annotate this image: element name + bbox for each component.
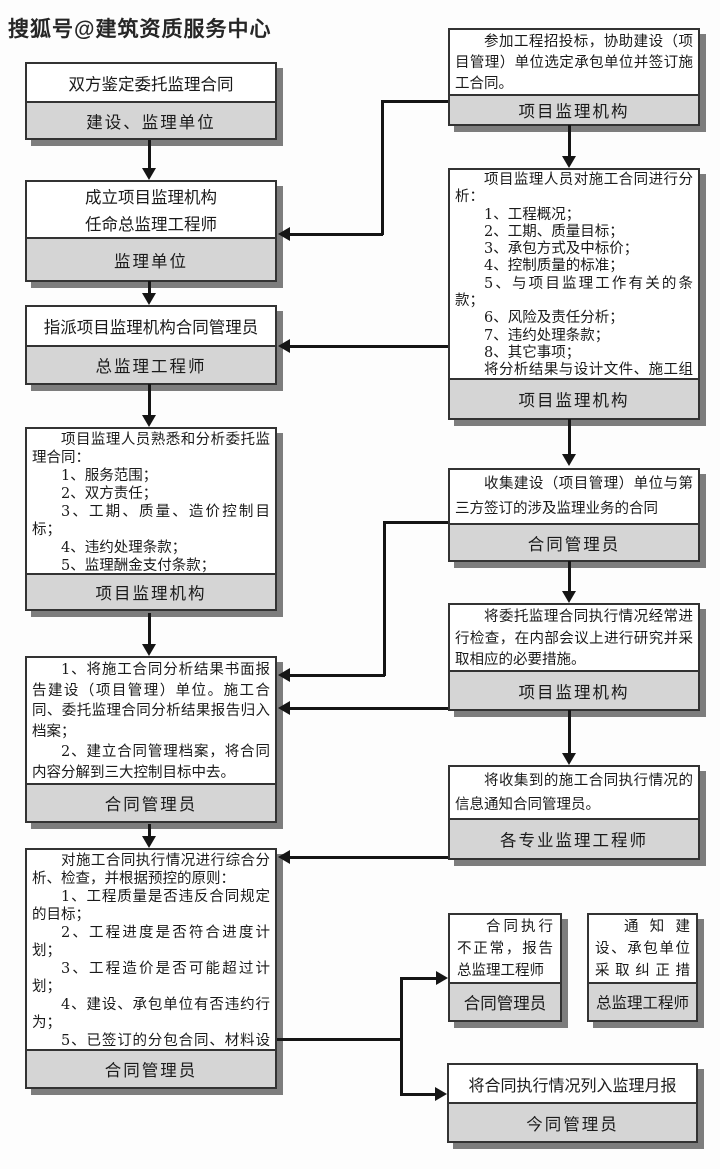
connector-r3-l5-arrow: [278, 668, 385, 682]
flow-box-analyze-entrust-contract: 项目监理人员熟悉和分析委托监理合同：1、服务范围；2、双方责任；3、工期、质量、…: [25, 427, 277, 611]
box-content: 合同执行不正常，报告总监理工程师: [457, 919, 553, 979]
box-footer: 合同管理员: [450, 982, 560, 1020]
arrow-down-l2-l3: [142, 281, 156, 305]
connector-r5-l6-arrow: [278, 850, 448, 864]
connector-r2-l3-arrow: [278, 339, 448, 353]
arrow-down-l3-l4: [142, 384, 156, 427]
flow-box-bidding-assist: 参加工程招投标，协助建设（项目管理）单位选定承包单位并签订施工合同。 项目监理机…: [448, 28, 700, 126]
connector-l6-branch-h: [277, 1038, 403, 1041]
connector-l6-rc-arrow: [402, 1087, 447, 1101]
box-content: 指派项目监理机构合同管理员: [43, 318, 259, 337]
flow-box-establish-supervision-org: 成立项目监理机构任命总监理工程师 监理单位: [25, 180, 277, 282]
connector-r1-l2-arrow: [278, 227, 383, 241]
box-content: 双方鉴定委托监理合同: [68, 74, 234, 94]
box-footer: 合同管理员: [27, 783, 275, 821]
connector-l6-branch-v: [400, 977, 403, 1096]
connector-r1-l2-v: [381, 100, 384, 235]
connector-l6-ra-arrow: [402, 971, 448, 985]
box-content: 对施工合同执行情况进行综合分析、检查，并根据预控的原则：1、工程质量是否违反合同…: [32, 853, 270, 1049]
box-content: 成立项目监理机构任命总监理工程师: [85, 188, 217, 234]
box-footer: 建设、监理单位: [27, 101, 275, 138]
flow-box-collect-thirdparty-contracts: 收集建设（项目管理）单位与第三方签订的涉及监理业务的合同 合同管理员: [448, 468, 700, 562]
connector-r4-l5-arrow: [278, 701, 448, 715]
flow-box-report-and-archive: 1、将施工合同分析结果书面报告建设（项目管理）单位。施工合同、委托监理合同分析结…: [25, 656, 277, 823]
flow-box-assign-contract-manager: 指派项目监理机构合同管理员 总监理工程师: [25, 305, 277, 385]
flow-box-comprehensive-analysis: 对施工合同执行情况进行综合分析、检查，并根据预控的原则：1、工程质量是否违反合同…: [25, 848, 277, 1089]
connector-r3-l5-h1: [383, 521, 448, 524]
flow-box-notify-contract-manager: 将收集到的施工合同执行情况的信息通知合同管理员。 各专业监理工程师: [448, 765, 700, 860]
box-content: 1、将施工合同分析结果书面报告建设（项目管理）单位。施工合同、委托监理合同分析结…: [32, 662, 270, 781]
box-content: 将收集到的施工合同执行情况的信息通知合同管理员。: [455, 773, 693, 813]
connector-r3-l5-v: [383, 521, 386, 676]
flow-box-notify-correction: 通知建设、承包单位采取纠正措施。 总监理工程师: [587, 913, 698, 1022]
arrow-down-r1-r2: [562, 125, 576, 168]
box-footer: 项目监理机构: [450, 670, 698, 709]
box-content: 参加工程招投标，协助建设（项目管理）单位选定承包单位并签订施工合同。: [455, 34, 693, 92]
flow-box-analyze-construction-contract: 项目监理人员对施工合同进行分析：1、工程概况；2、工期、质量目标；3、承包方式及…: [448, 168, 700, 420]
flow-box-monthly-report: 将合同执行情况列入监理月报 今同管理员: [447, 1063, 698, 1143]
box-content: 项目监理人员熟悉和分析委托监理合同：1、服务范围；2、双方责任；3、工期、质量、…: [32, 432, 270, 573]
arrow-down-l5-l6: [142, 824, 156, 848]
flow-box-abnormal-execution-report: 合同执行不正常，报告总监理工程师 合同管理员: [448, 913, 562, 1022]
connector-r1-l2-h1: [381, 100, 448, 103]
box-footer: 项目监理机构: [450, 94, 698, 124]
arrow-down-r4-r5: [562, 710, 576, 765]
box-footer: 合同管理员: [450, 523, 698, 560]
box-footer: 项目监理机构: [450, 378, 698, 418]
box-content: 将合同执行情况列入监理月报: [468, 1075, 677, 1095]
arrow-down-r3-r4: [562, 561, 576, 603]
box-footer: 合同管理员: [27, 1049, 275, 1087]
box-footer: 项目监理机构: [27, 573, 275, 609]
box-content: 项目监理人员对施工合同进行分析：1、工程概况；2、工期、质量目标；3、承包方式及…: [455, 172, 693, 378]
flow-box-sign-supervision-contract: 双方鉴定委托监理合同 建设、监理单位: [25, 62, 277, 140]
box-footer: 总监理工程师: [589, 982, 696, 1020]
arrow-down-r2-r3: [562, 419, 576, 466]
flow-box-check-entrust-execution: 将委托监理合同执行情况经常进行检查，在内部会议上进行研究并采取相应的必要措施。 …: [448, 603, 700, 711]
box-content: 将委托监理合同执行情况经常进行检查，在内部会议上进行研究并采取相应的必要措施。: [455, 609, 693, 668]
box-footer: 各专业监理工程师: [450, 818, 698, 858]
arrow-down-l1-l2: [142, 140, 156, 180]
box-content: 通知建设、承包单位采取纠正措施。: [595, 919, 690, 979]
box-footer: 总监理工程师: [27, 345, 275, 383]
souhu-watermark: 搜狐号@建筑资质服务中心: [8, 18, 272, 41]
arrow-down-l4-l5: [142, 613, 156, 656]
box-content: 收集建设（项目管理）单位与第三方签订的涉及监理业务的合同: [455, 476, 693, 517]
box-footer: 今同管理员: [449, 1102, 696, 1141]
box-footer: 监理单位: [27, 237, 275, 280]
